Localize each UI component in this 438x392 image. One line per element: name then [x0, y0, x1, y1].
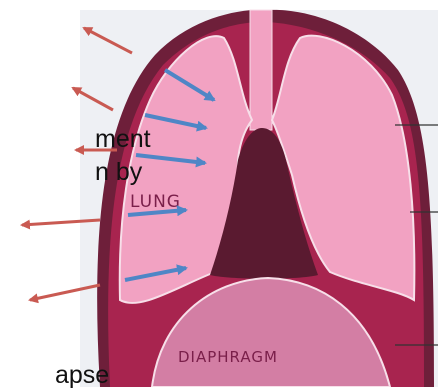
trachea — [250, 10, 272, 130]
lung-label: LUNG — [130, 192, 181, 212]
text-fragment-movement: ment — [95, 127, 151, 152]
text-fragment-direction: n by — [95, 160, 142, 185]
diaphragm-label: DIAPHRAGM — [178, 348, 278, 366]
text-fragment-collapse: apse — [55, 363, 109, 388]
